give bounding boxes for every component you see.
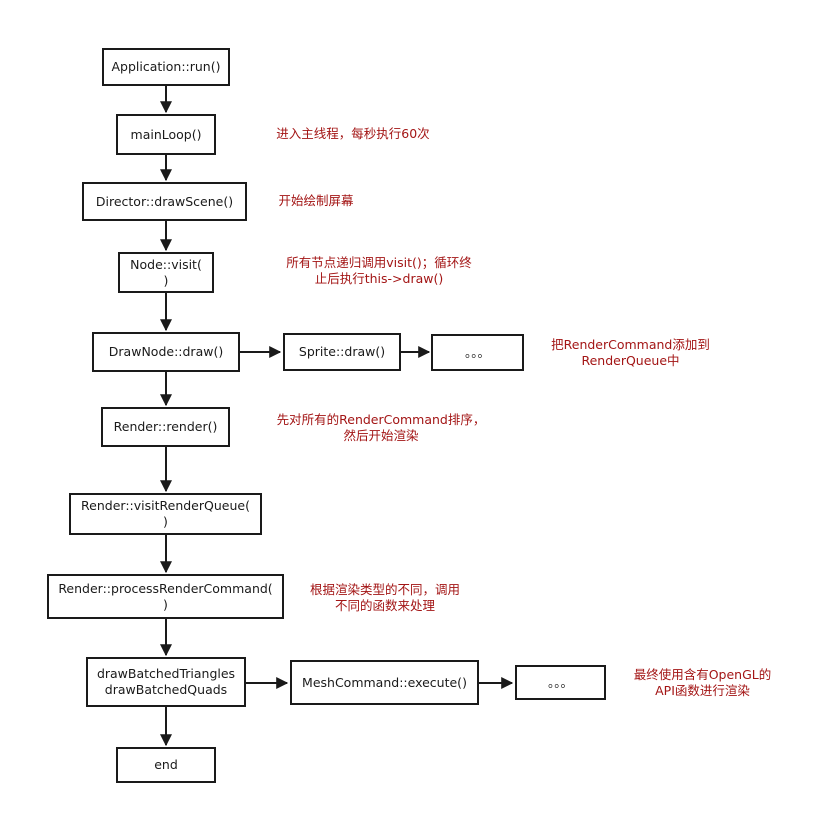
director-draw-scene-node: Director::drawScene() <box>82 182 247 221</box>
node-visit-node: Node::visit( ) <box>118 252 214 293</box>
note-node-visit: 所有节点递归调用visit()；循环终 止后执行this->draw() <box>286 255 472 286</box>
note-drawnode-draw: 把RenderCommand添加到 RenderQueue中 <box>551 337 710 368</box>
draw-more-node: 。。。 <box>431 334 524 371</box>
render-visit-render-queue-node: Render::visitRenderQueue( ) <box>69 493 262 535</box>
render-render-node: Render::render() <box>101 407 230 447</box>
end-node: end <box>116 747 216 783</box>
drawnode-draw-node: DrawNode::draw() <box>92 332 240 372</box>
render-process-render-command-node: Render::processRenderCommand( ) <box>47 574 284 619</box>
note-render-render: 先对所有的RenderCommand排序， 然后开始渲染 <box>276 412 486 443</box>
draw-batched-node: drawBatchedTriangles drawBatchedQuads <box>86 657 246 707</box>
mesh-command-execute-node: MeshCommand::execute() <box>290 660 479 705</box>
note-process-render-command: 根据渲染类型的不同，调用 不同的函数来处理 <box>309 582 460 613</box>
note-draw-scene: 开始绘制屏幕 <box>278 193 354 208</box>
note-mesh-execute: 最终使用含有OpenGL的 API函数进行渲染 <box>633 667 772 698</box>
execute-more-node: 。。。 <box>515 665 606 700</box>
main-loop-node: mainLoop() <box>116 114 216 155</box>
note-main-loop: 进入主线程，每秒执行60次 <box>276 126 430 141</box>
application-run-node: Application::run() <box>102 48 230 86</box>
sprite-draw-node: Sprite::draw() <box>283 333 401 371</box>
